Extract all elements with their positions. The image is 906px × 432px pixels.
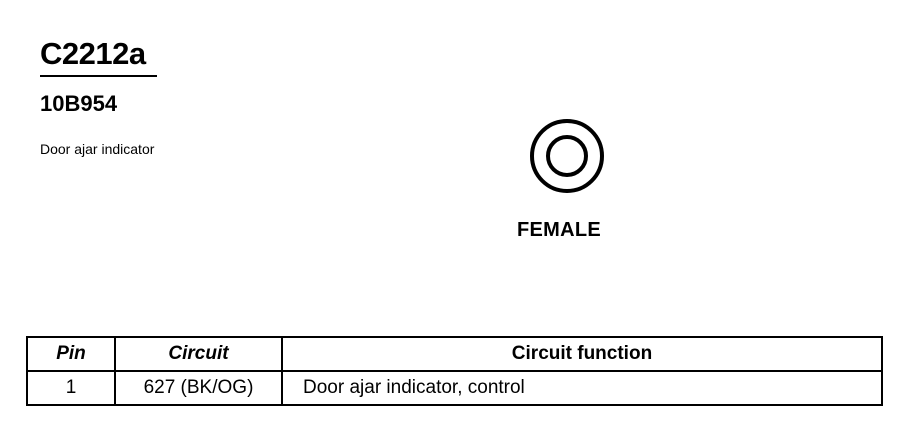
connector-id-underline xyxy=(40,75,157,77)
pin-cell: 1 xyxy=(26,370,116,406)
header-pin: Pin xyxy=(26,336,116,372)
header-circuit: Circuit xyxy=(114,336,283,372)
table-row: 1 627 (BK/OG) Door ajar indicator, contr… xyxy=(26,370,883,406)
circuit-function-cell: Door ajar indicator, control xyxy=(281,370,883,406)
header-circuit-function: Circuit function xyxy=(281,336,883,372)
pin-table: Pin Circuit Circuit function 1 627 (BK/O… xyxy=(26,336,883,406)
circuit-cell: 627 (BK/OG) xyxy=(114,370,283,406)
part-number: 10B954 xyxy=(40,91,118,116)
connector-face-icon xyxy=(530,119,604,193)
pin-table-header-row: Pin Circuit Circuit function xyxy=(26,336,883,372)
connector-gender-label: FEMALE xyxy=(517,219,602,241)
connector-description: Door ajar indicator xyxy=(40,141,155,157)
connector-id: C2212a xyxy=(40,36,146,71)
